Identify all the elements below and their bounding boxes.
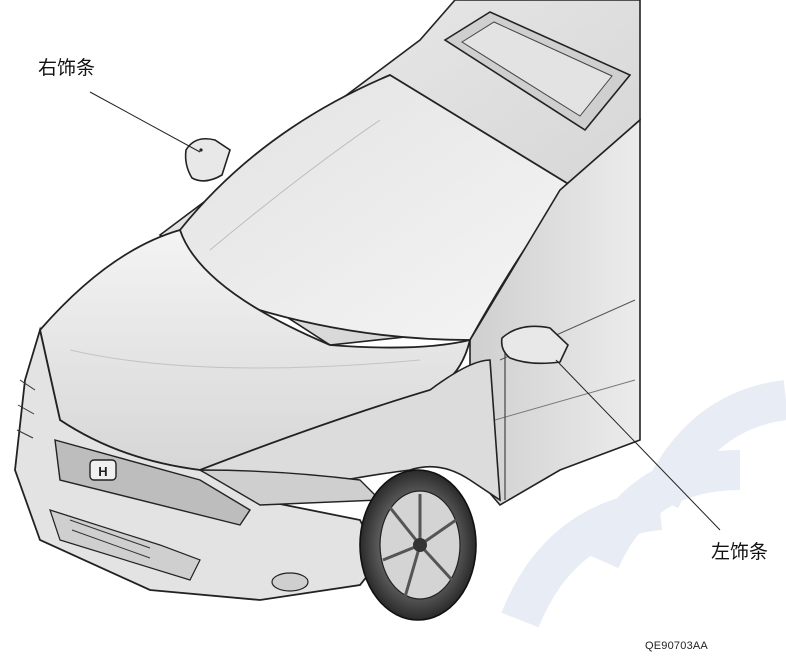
callout-right-trim: 右饰条	[38, 57, 96, 79]
leader-line-left	[555, 359, 721, 531]
callout-left-trim: 左饰条	[711, 541, 769, 563]
headlight	[197, 469, 382, 506]
svg-text:H: H	[98, 464, 107, 479]
right-mirror	[184, 137, 231, 182]
left-mirror	[500, 325, 569, 365]
watermark	[501, 380, 786, 628]
honda-emblem: H	[89, 459, 117, 481]
front-wheel	[359, 469, 477, 621]
fog-light	[271, 572, 309, 592]
sunroof	[443, 11, 632, 132]
front-fender	[198, 359, 501, 502]
leader-line-right	[89, 91, 201, 153]
figure-code: QE90703AA	[645, 640, 708, 652]
lower-grille	[49, 509, 201, 581]
